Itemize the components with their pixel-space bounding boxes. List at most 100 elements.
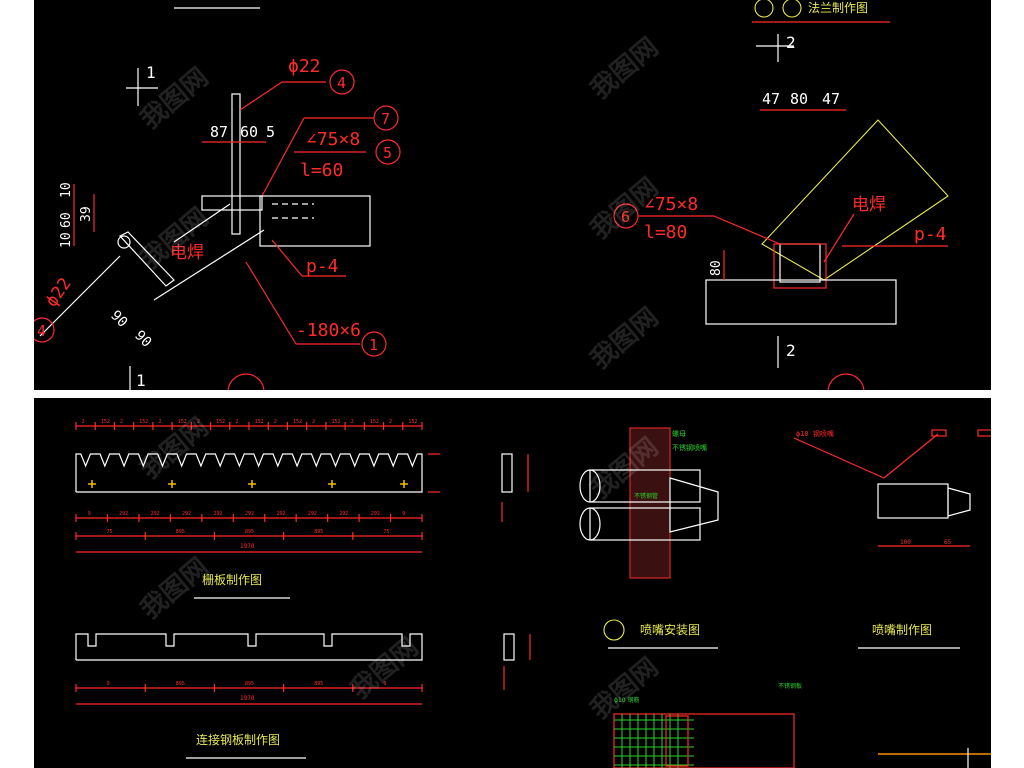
- nozzle-mount: [665, 715, 689, 767]
- callout-4b-text: 4: [37, 322, 46, 340]
- dim-value: 2: [312, 419, 315, 425]
- dim-60-left: 60: [59, 212, 74, 228]
- tag-box: [977, 429, 991, 437]
- dim-value: 2: [389, 419, 392, 425]
- dim-value: 152: [101, 419, 110, 425]
- dim-value: 152: [293, 419, 302, 425]
- dim-90-b: 90: [131, 328, 154, 351]
- section-label-2a: 2: [786, 33, 796, 52]
- title-circle: [782, 0, 802, 18]
- dim-value: 895: [314, 681, 323, 687]
- dim-10-left: 10: [59, 232, 74, 248]
- dim-39: 39: [79, 206, 94, 222]
- dim-value: 152: [408, 419, 417, 425]
- square-tube: [779, 243, 821, 283]
- pipe-lower-end: [579, 507, 601, 541]
- bolt-axis: [39, 255, 121, 337]
- top-drawing-panel: 1 1 ϕ22 4 ∠75×8 7 l=60 5 87 60 5 电焊 p-4 …: [34, 0, 991, 390]
- title-circle: [754, 0, 774, 18]
- callout-5: [375, 139, 401, 165]
- dim-80-v: 80: [709, 260, 724, 276]
- callout-5-text: 5: [383, 144, 392, 162]
- dim-value: 152: [139, 419, 148, 425]
- title-right: 法兰制作图: [808, 1, 868, 15]
- dim-value: 895: [314, 529, 323, 535]
- dim-value: 292: [339, 511, 348, 517]
- callout-4: [329, 69, 355, 95]
- dim-value: 9: [88, 511, 91, 517]
- label-phi22-a: ϕ22: [288, 56, 321, 77]
- pipe-label-a: 螺母: [672, 429, 686, 438]
- title-circle: [603, 619, 625, 641]
- nozzle-dim2: 65: [944, 539, 952, 546]
- dim-value: 9: [402, 511, 405, 517]
- nozzle-tube: [877, 483, 949, 519]
- leader-line: [713, 215, 781, 245]
- label-l60: l=60: [300, 160, 343, 181]
- section-label-2b: 2: [786, 341, 796, 360]
- title-grate: 栅板制作图: [202, 572, 262, 587]
- dim-value: 292: [308, 511, 317, 517]
- leader-line: [823, 213, 855, 263]
- dim-value: 895: [245, 681, 254, 687]
- section-label-1b: 1: [136, 371, 146, 390]
- dim-value: 895: [176, 681, 185, 687]
- dim-90-a: 90: [107, 308, 130, 331]
- dim-value: 2: [159, 419, 162, 425]
- section-label-1a: 1: [146, 63, 156, 82]
- grate-plate: [75, 453, 423, 493]
- dim-value: 292: [151, 511, 160, 517]
- callout-7: [373, 105, 399, 131]
- dim-value: 292: [245, 511, 254, 517]
- label-weld-a: 电焊: [170, 243, 204, 263]
- leader-line: [883, 433, 939, 479]
- dim-value: 75: [383, 529, 389, 535]
- leader-line: [261, 117, 305, 197]
- dim-value: 152: [332, 419, 341, 425]
- title-circle-bottom: [827, 373, 865, 390]
- flange-edge: [173, 203, 231, 243]
- pipe-end: [117, 235, 131, 249]
- flange-edge: [153, 229, 265, 301]
- dim-87: 87: [210, 123, 228, 141]
- dim-47a: 47: [762, 90, 780, 108]
- callout-4b: [34, 317, 55, 343]
- concrete-base: [705, 279, 897, 325]
- dim-value: 2: [197, 419, 200, 425]
- label-p4-b: p-4: [914, 224, 947, 245]
- dim-value: 292: [182, 511, 191, 517]
- dim-value: 152: [370, 419, 379, 425]
- dim-value: 292: [371, 511, 380, 517]
- pipe-upper: [589, 469, 701, 503]
- title-circle-bottom: [227, 373, 265, 390]
- nozzle-tip: [947, 487, 971, 517]
- nozzle-dim: 100: [900, 539, 911, 546]
- dim-47b: 47: [822, 90, 840, 108]
- leader-line: [793, 437, 885, 479]
- dim-value: 292: [119, 511, 128, 517]
- nozzle-body: [669, 477, 719, 533]
- anchor-bolt: [231, 93, 241, 235]
- grate-side-section: [501, 453, 513, 493]
- dim-value: 895: [245, 529, 254, 535]
- top-drawing-canvas: 1 1 ϕ22 4 ∠75×8 7 l=60 5 87 60 5 电焊 p-4 …: [34, 0, 949, 390]
- dim-60-top: 60: [240, 123, 258, 141]
- dim-value: 2: [120, 419, 123, 425]
- dim-value: 152: [255, 419, 264, 425]
- title-install: 喷嘴安装图: [640, 622, 700, 637]
- dim-value: 9: [383, 681, 386, 687]
- callout-1-text: 1: [369, 336, 378, 354]
- label-angle-75x8-b: ∠75×8: [644, 194, 698, 215]
- dim-value: 152: [178, 419, 187, 425]
- dim-value: 2: [82, 419, 85, 425]
- concrete-block: [259, 195, 371, 247]
- label-weld-b: 电焊: [852, 195, 886, 215]
- total-1: 1970: [240, 543, 255, 550]
- pipe-label-b: 不锈钢喷嘴: [672, 443, 707, 452]
- dim-value: 75: [107, 529, 113, 535]
- nozzle-tag: ϕ10 钢喷嘴: [796, 429, 834, 438]
- dim-value: 2: [351, 419, 354, 425]
